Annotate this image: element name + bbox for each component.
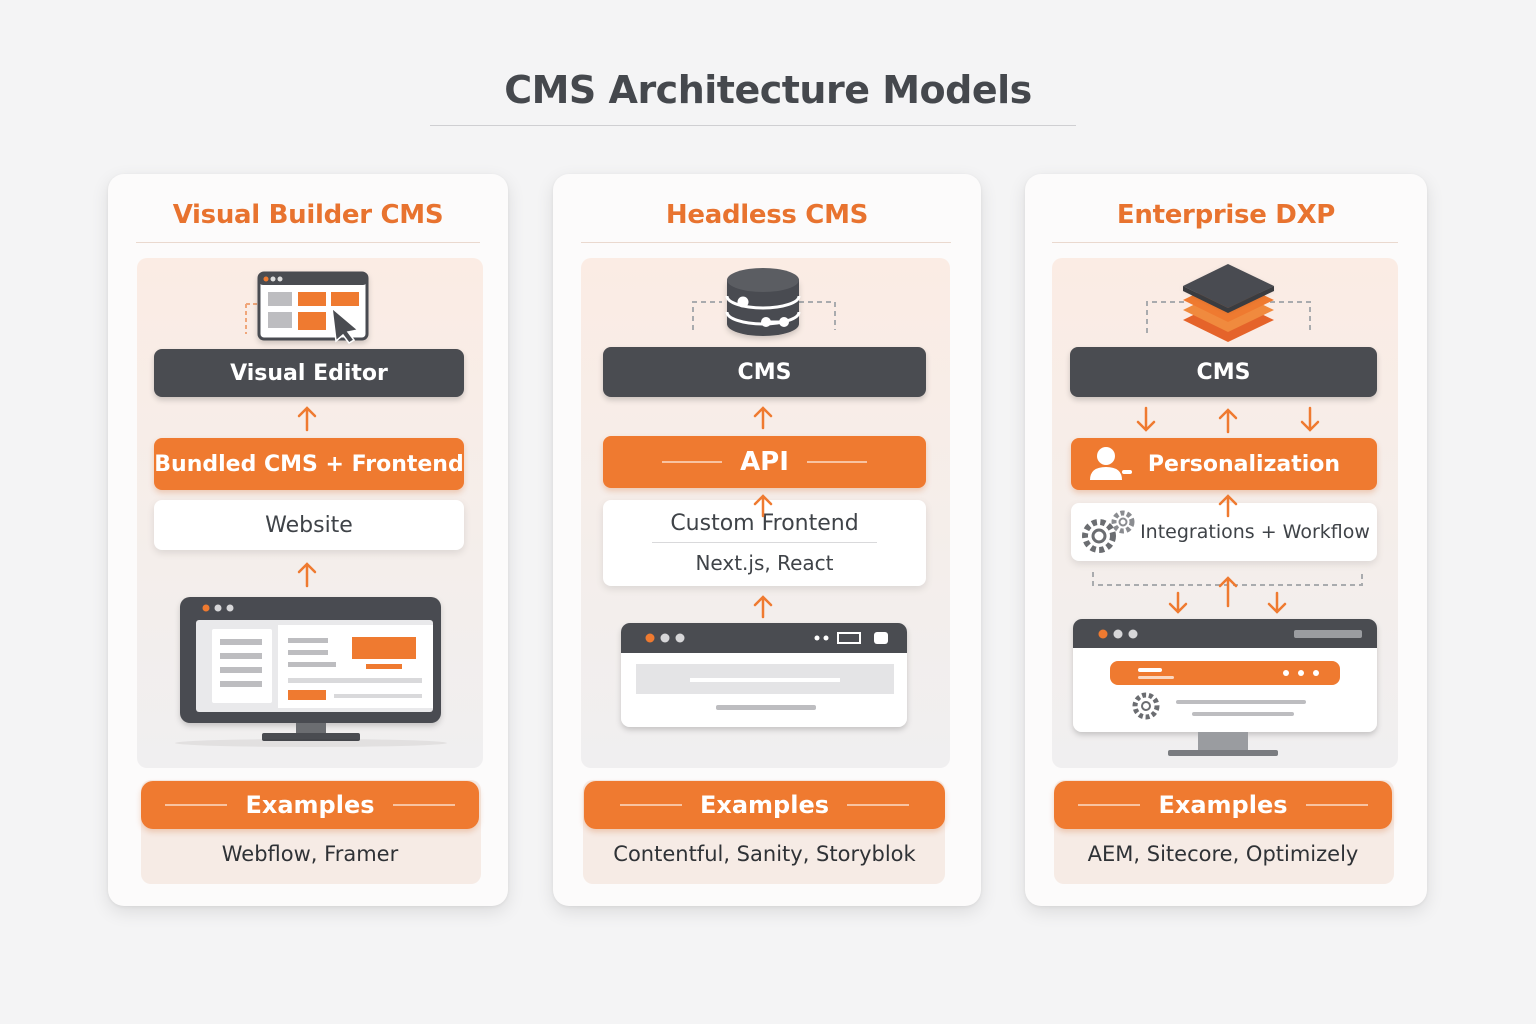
examples-label: Examples bbox=[699, 791, 830, 819]
block-visual-editor: Visual Editor bbox=[154, 349, 464, 397]
card-divider bbox=[136, 242, 480, 243]
examples-list: Webflow, Framer bbox=[221, 842, 399, 866]
block-api: API bbox=[603, 436, 926, 488]
examples-header: Examples bbox=[1054, 781, 1392, 829]
block-cms: CMS bbox=[1070, 347, 1377, 397]
block-integrations-workflow: Integrations + Workflow bbox=[1071, 503, 1377, 561]
block-custom-frontend-label: Custom Frontend bbox=[652, 511, 877, 543]
block-custom-frontend: Custom Frontend Next.js, React bbox=[603, 500, 926, 586]
block-integrations-label: Integrations + Workflow bbox=[1140, 521, 1370, 543]
examples-list: AEM, Sitecore, Optimizely bbox=[1087, 842, 1359, 866]
block-bundled-cms: Bundled CMS + Frontend bbox=[154, 438, 464, 490]
examples-label: Examples bbox=[1158, 791, 1288, 819]
block-api-label: API bbox=[740, 447, 789, 477]
card-divider bbox=[1052, 242, 1398, 243]
card-divider bbox=[581, 242, 951, 243]
block-personalization: Personalization bbox=[1071, 438, 1377, 490]
page-title: CMS Architecture Models bbox=[504, 68, 1032, 112]
examples-header: Examples bbox=[584, 781, 945, 829]
block-cms: CMS bbox=[603, 347, 926, 397]
block-custom-frontend-sublabel: Next.js, React bbox=[695, 551, 834, 575]
examples-label: Examples bbox=[245, 791, 375, 819]
examples-list: Contentful, Sanity, Storyblok bbox=[613, 842, 916, 866]
card-title: Visual Builder CMS bbox=[172, 200, 444, 230]
title-divider bbox=[430, 125, 1076, 126]
block-website: Website bbox=[154, 500, 464, 550]
block-personalization-label: Personalization bbox=[1147, 451, 1341, 477]
card-title: Enterprise DXP bbox=[1116, 200, 1336, 230]
card-title: Headless CMS bbox=[665, 200, 869, 230]
examples-header: Examples bbox=[141, 781, 479, 829]
